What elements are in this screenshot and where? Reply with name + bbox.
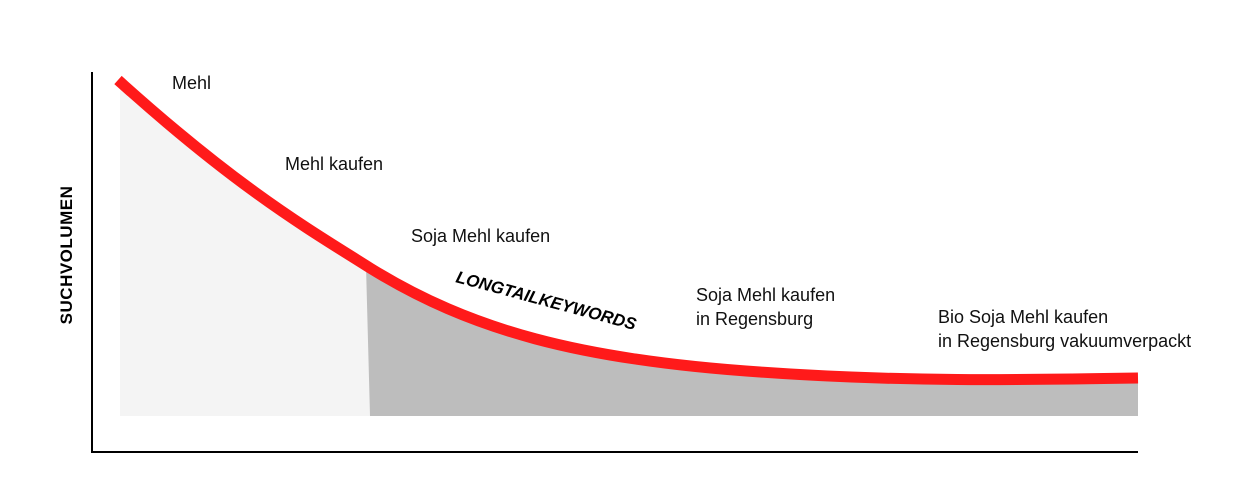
keyword-label-4-line-1: Soja Mehl kaufen xyxy=(696,285,835,305)
keyword-label-1-line-1: Mehl xyxy=(172,73,211,93)
keyword-label-4: Soja Mehl kaufen in Regensburg xyxy=(696,285,840,329)
keyword-label-5-line-2: in Regensburg vakuumverpackt xyxy=(938,331,1191,351)
keyword-label-3-line-1: Soja Mehl kaufen xyxy=(411,226,550,246)
keyword-label-2-line-1: Mehl kaufen xyxy=(285,154,383,174)
keyword-label-5: Bio Soja Mehl kaufen in Regensburg vakuu… xyxy=(938,307,1191,351)
keyword-label-4-line-2: in Regensburg xyxy=(696,309,813,329)
keyword-label-5-line-1: Bio Soja Mehl kaufen xyxy=(938,307,1108,327)
keyword-label-1: Mehl xyxy=(172,73,211,93)
keyword-label-2: Mehl kaufen xyxy=(285,154,383,174)
longtail-curve xyxy=(114,75,1139,386)
head-area xyxy=(120,82,370,416)
keyword-label-3: Soja Mehl kaufen xyxy=(411,226,550,246)
tail-area xyxy=(366,266,1138,416)
y-axis-label: SUCHVOLUMEN xyxy=(57,186,76,325)
